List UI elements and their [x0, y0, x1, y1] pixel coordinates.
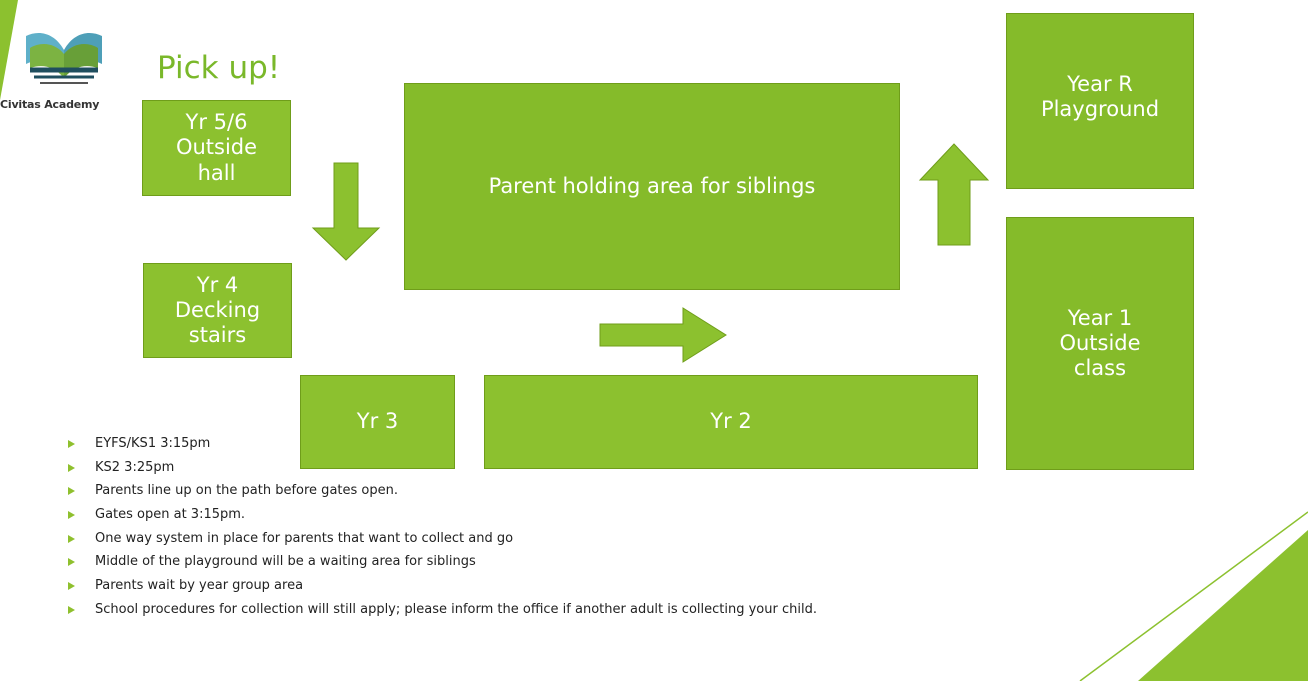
bullet-arrow-icon — [68, 463, 75, 472]
area-label: Yr 5/6 Outside hall — [175, 110, 258, 185]
school-logo: Civitas Academy — [0, 20, 140, 111]
area-yr2: Yr 2 — [484, 375, 978, 469]
bullet-text: KS2 3:25pm — [95, 459, 175, 475]
bullet-arrow-icon — [68, 582, 75, 591]
area-year-r: Year R Playground — [1006, 13, 1194, 189]
list-item: Parents line up on the path before gates… — [68, 479, 817, 503]
bullet-arrow-icon — [68, 534, 75, 543]
area-label: Yr 4 Decking stairs — [174, 272, 261, 348]
area-yr4: Yr 4 Decking stairs — [143, 263, 292, 358]
open-book-logo-icon — [26, 32, 102, 84]
list-item: Parents wait by year group area — [68, 574, 817, 598]
bullet-list: EYFS/KS1 3:15pm KS2 3:25pm Parents line … — [68, 432, 817, 622]
area-yr56: Yr 5/6 Outside hall — [142, 100, 291, 196]
list-item: Middle of the playground will be a waiti… — [68, 550, 817, 574]
bullet-arrow-icon — [68, 440, 75, 448]
area-holding: Parent holding area for siblings — [404, 83, 900, 290]
list-item: Gates open at 3:15pm. — [68, 503, 817, 527]
list-item: EYFS/KS1 3:15pm — [68, 432, 817, 456]
arrow-right-icon — [599, 307, 727, 363]
list-item: One way system in place for parents that… — [68, 527, 817, 551]
list-item: KS2 3:25pm — [68, 456, 817, 480]
bullet-arrow-icon — [68, 487, 75, 496]
bullet-text: Gates open at 3:15pm. — [95, 507, 246, 523]
bullet-text: School procedures for collection will st… — [95, 601, 817, 617]
page-title: Pick up! — [157, 50, 281, 86]
bullet-arrow-icon — [68, 558, 75, 567]
area-label: Parent holding area for siblings — [488, 173, 816, 198]
area-label: Year 1 Outside class — [1059, 305, 1141, 381]
bullet-arrow-icon — [68, 605, 75, 614]
arrow-down-icon — [311, 162, 381, 261]
bullet-arrow-icon — [68, 511, 75, 520]
arrow-up-icon — [918, 143, 990, 246]
bullet-text: Parents wait by year group area — [95, 578, 304, 594]
area-label: Yr 2 — [710, 409, 752, 434]
list-item: School procedures for collection will st… — [68, 598, 817, 622]
bullet-text: Middle of the playground will be a waiti… — [95, 554, 476, 570]
logo-text: Civitas Academy — [0, 98, 100, 111]
area-yr3: Yr 3 — [300, 375, 455, 469]
area-year-1: Year 1 Outside class — [1006, 217, 1194, 470]
area-label: Yr 3 — [356, 409, 399, 434]
bullet-text: Parents line up on the path before gates… — [95, 483, 398, 499]
bullet-text: EYFS/KS1 3:15pm — [95, 436, 211, 451]
bullet-text: One way system in place for parents that… — [95, 530, 514, 546]
area-label: Year R Playground — [1040, 72, 1160, 122]
